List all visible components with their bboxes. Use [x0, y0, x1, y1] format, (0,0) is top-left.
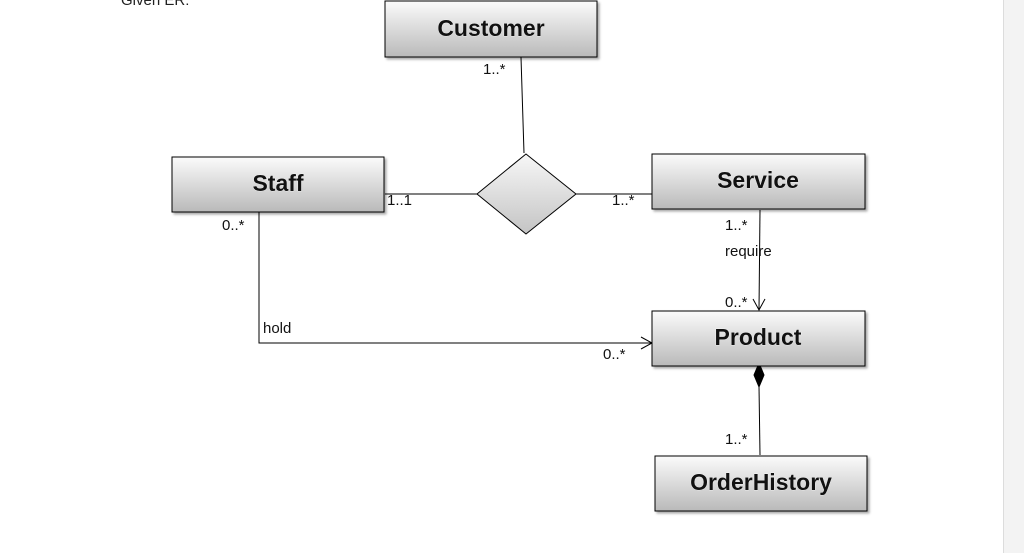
page-margin-strip	[1003, 0, 1024, 553]
entity-product-label: Product	[715, 324, 802, 350]
entity-staff-label: Staff	[252, 170, 303, 196]
entity-order-history-label: OrderHistory	[690, 469, 832, 495]
entity-product: Product	[651, 310, 866, 367]
require-association-line	[758, 209, 761, 311]
require-arrowhead	[752, 298, 766, 312]
hold-label: hold	[263, 320, 291, 337]
composition-diamond	[753, 361, 765, 389]
entity-customer: Customer	[384, 0, 598, 58]
entity-customer-label: Customer	[437, 15, 544, 41]
product-require-multiplicity: 0..*	[725, 294, 748, 311]
product-hold-multiplicity: 0..*	[603, 346, 626, 363]
entity-service-label: Service	[717, 167, 799, 193]
entity-service: Service	[651, 153, 866, 210]
composition-line	[758, 385, 761, 456]
service-relationship-multiplicity: 1..*	[612, 192, 635, 209]
hold-association-line	[258, 212, 652, 344]
relationship-diamond	[476, 153, 577, 235]
customer-relationship-line	[520, 56, 525, 154]
entity-order-history: OrderHistory	[654, 455, 868, 512]
order-history-multiplicity: 1..*	[725, 431, 748, 448]
staff-hold-multiplicity: 0..*	[222, 217, 245, 234]
er-diagram: Customer Staff Service Product OrderHist…	[171, 0, 868, 512]
diagram-heading: Given ER:	[121, 0, 190, 9]
staff-relationship-multiplicity: 1..1	[387, 192, 412, 209]
entity-staff: Staff	[171, 156, 385, 213]
service-require-multiplicity: 1..*	[725, 217, 748, 234]
customer-multiplicity: 1..*	[483, 61, 506, 78]
require-label: require	[725, 243, 772, 260]
